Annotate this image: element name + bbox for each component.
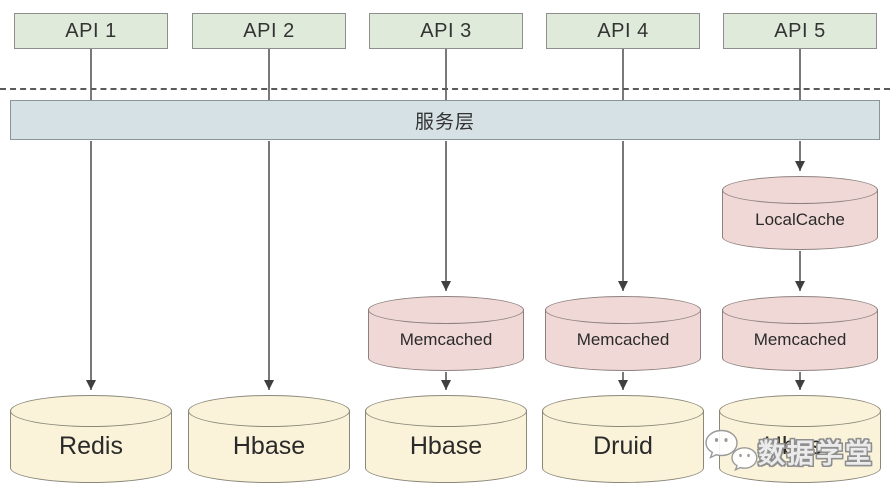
api-box-2-label: API 2 — [243, 19, 295, 42]
api-box-3-label: API 3 — [420, 19, 472, 42]
cylinder-hbase-col2-label: Hbase — [232, 432, 306, 460]
service-layer: 服务层 — [10, 100, 880, 140]
service-layer-label: 服务层 — [414, 111, 475, 133]
watermark-text: 数据学堂 — [758, 438, 874, 469]
cylinder-hbase-col3: Hbase — [365, 395, 527, 483]
cylinder-localcache: LocalCache — [722, 176, 878, 250]
api-box-1: API 1 — [14, 13, 168, 49]
api-box-1-label: API 1 — [65, 19, 117, 42]
cylinder-hbase-col3-label: Hbase — [409, 432, 483, 460]
cylinder-memcached-col5: Memcached — [722, 296, 878, 371]
cylinder-druid-label: Druid — [593, 432, 653, 460]
api-box-3: API 3 — [369, 13, 523, 49]
api-box-5-label: API 5 — [774, 19, 826, 42]
cylinder-memcached-col5-label: Memcached — [753, 330, 847, 349]
boundary-dashed-line — [0, 88, 890, 90]
cylinder-memcached-col4: Memcached — [545, 296, 701, 371]
api-box-5: API 5 — [723, 13, 877, 49]
watermark: 数据学堂 — [702, 428, 874, 474]
cylinder-memcached-col4-label: Memcached — [576, 330, 670, 349]
api-box-4: API 4 — [546, 13, 700, 49]
cylinder-hbase-col5: Hbase — [719, 395, 881, 483]
cylinder-memcached-col3-label: Memcached — [399, 330, 493, 349]
api-box-2: API 2 — [192, 13, 346, 49]
cylinder-hbase-col5-label: Hbase — [763, 432, 837, 460]
wechat-icon — [705, 429, 758, 472]
cylinder-redis-label: Redis — [59, 432, 123, 460]
cylinder-redis: Redis — [10, 395, 172, 483]
api-box-4-label: API 4 — [597, 19, 649, 42]
cylinder-hbase-col2: Hbase — [188, 395, 350, 483]
cylinder-localcache-label: LocalCache — [755, 209, 845, 229]
cylinder-memcached-col3: Memcached — [368, 296, 524, 371]
cylinder-druid: Druid — [542, 395, 704, 483]
